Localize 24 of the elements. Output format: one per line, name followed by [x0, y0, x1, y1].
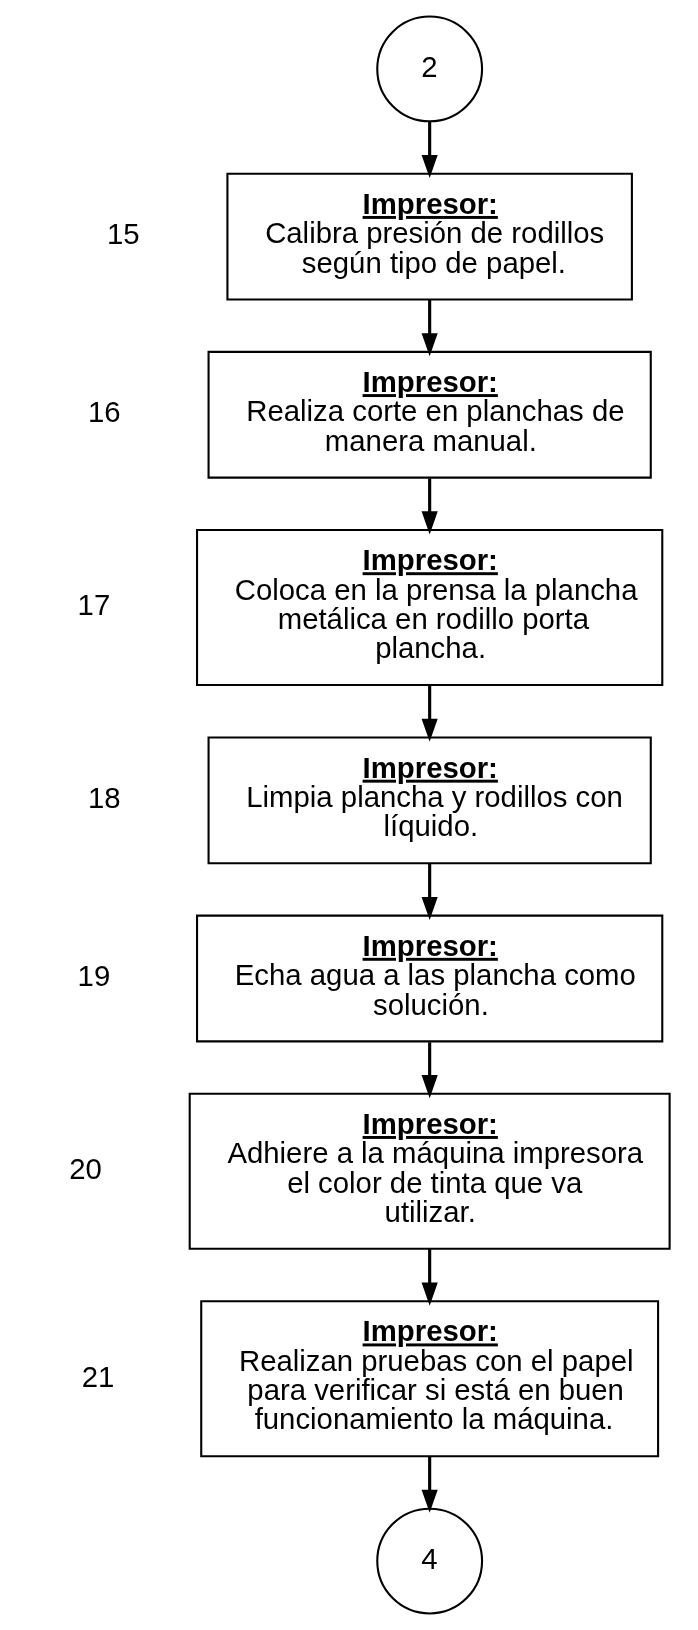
- arrow: [421, 1249, 438, 1306]
- node-label: 19: [77, 959, 110, 993]
- arrow: [421, 685, 438, 742]
- node-box: Impresor: Realizan pruebas con el papel para verificar si está en buen funcionamiento la máquina.: [199, 1300, 659, 1458]
- node-circle: 4: [375, 1507, 483, 1615]
- node-box: Impresor: Coloca en la prensa la plancha metálica en rodillo porta plancha.: [195, 528, 663, 687]
- arrow: [421, 863, 438, 921]
- node-box: Impresor: Realiza corte en planchas de manera manual.: [207, 350, 652, 479]
- node-box: Impresor: Limpia plancha y rodillos con líquido.: [207, 736, 652, 865]
- arrow: [421, 478, 438, 535]
- arrow: [421, 121, 438, 179]
- node-label: 18: [87, 781, 121, 815]
- node-label: 17: [77, 588, 110, 622]
- node-box: Impresor: Adhiere a la máquina impresora el color de tinta que va utilizar.: [188, 1092, 671, 1250]
- node-label: 16: [87, 395, 121, 429]
- node-label: 20: [68, 1152, 102, 1186]
- node-box: Impresor: Calibra presión de rodillos según tipo de papel.: [225, 172, 633, 301]
- node-label: 21: [81, 1359, 114, 1393]
- node-circle: 2: [375, 15, 483, 123]
- arrow: [421, 1042, 438, 1099]
- arrow: [421, 1456, 438, 1513]
- arrow: [421, 299, 438, 357]
- node-box: Impresor: Echa agua a las plancha como solución.: [195, 914, 663, 1043]
- node-label: 15: [106, 217, 140, 251]
